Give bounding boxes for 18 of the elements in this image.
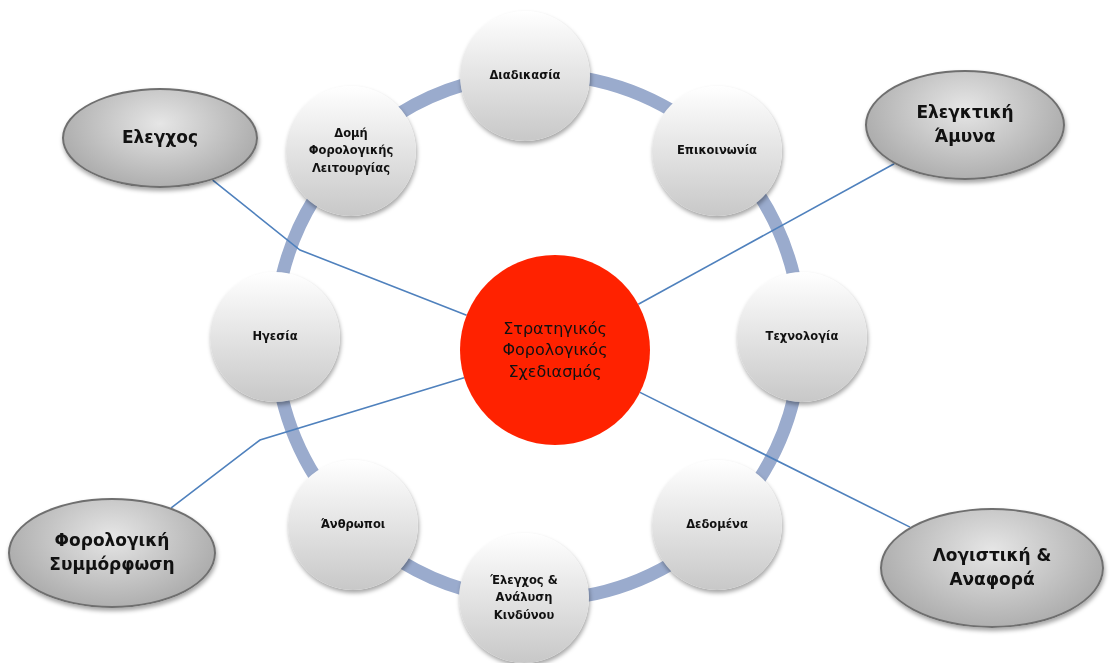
connector-line bbox=[170, 376, 465, 509]
node-label: Ηγεσία bbox=[252, 328, 298, 346]
node-label: Επικοινωνία bbox=[677, 142, 757, 160]
node-label: Φορολογική Συμμόρφωση bbox=[48, 529, 176, 576]
connector-line bbox=[637, 163, 895, 306]
node-label: Τεχνολογία bbox=[765, 328, 839, 346]
node-label: Στρατηγικός Φορολογικός Σχεδιασμός bbox=[501, 317, 609, 383]
node-label: Ελεγχος bbox=[121, 126, 199, 150]
connector-line bbox=[211, 179, 468, 317]
node-label: Διαδικασία bbox=[489, 67, 561, 85]
node-label: Άνθρωποι bbox=[320, 516, 386, 534]
connector-line bbox=[639, 391, 911, 528]
node-label: Δομή Φορολογικής Λειτουργίας bbox=[307, 125, 395, 177]
circle-node bbox=[652, 86, 782, 216]
node-label: Ελεγκτική Άμυνα bbox=[915, 101, 1015, 148]
node-label: Έλεγχος & Ανάλυση Κινδύνου bbox=[489, 572, 559, 624]
node-label: Λογιστική & Αναφορά bbox=[931, 544, 1053, 591]
node-label: Δεδομένα bbox=[686, 516, 748, 534]
